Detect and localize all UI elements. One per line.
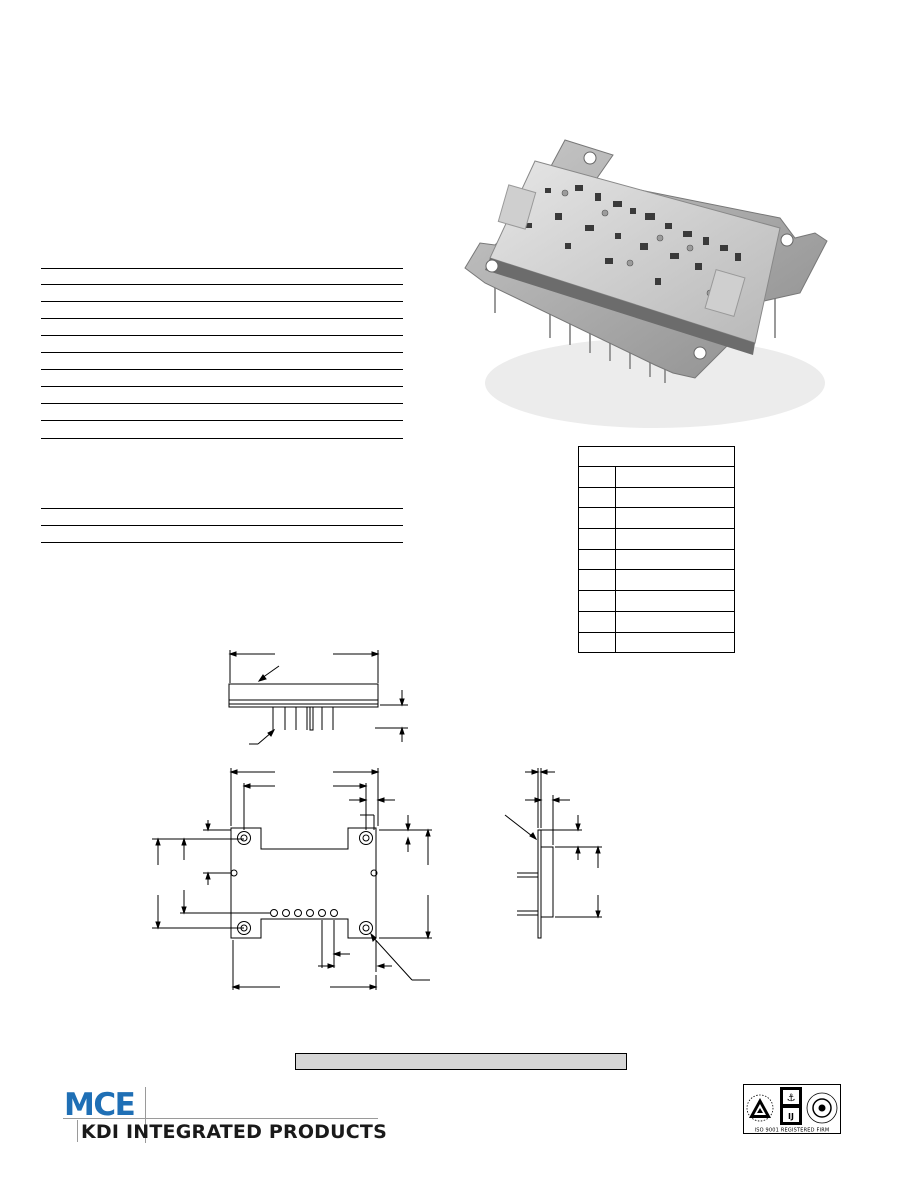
- spec-table-rule: [41, 369, 403, 370]
- spec-table-rule: [41, 542, 403, 543]
- spec-table-rule: [41, 420, 403, 421]
- spec-table-rule: [41, 403, 403, 404]
- spec-table-rule: [41, 438, 403, 439]
- mce-logo: MCE: [64, 1089, 136, 1119]
- table-header-cell: [578, 446, 735, 467]
- table-row: [578, 631, 735, 654]
- spec-table-rule: [41, 386, 403, 387]
- spec-table-rule: [41, 301, 403, 302]
- logo-divider: [63, 1118, 378, 1119]
- pin-function-table: [578, 446, 735, 654]
- spec-table-rule: [41, 352, 403, 353]
- pin-function-cell: [615, 631, 735, 654]
- side-view-drawing: [228, 650, 408, 745]
- end-view-drawing: [504, 768, 602, 939]
- mce-logo-text: MCE: [64, 1089, 134, 1119]
- svg-text:Ĳ: Ĳ: [788, 1112, 794, 1121]
- logo-divider: [77, 1120, 78, 1142]
- logo-divider: [145, 1087, 146, 1143]
- iso-certification-badge: ⚓ Ĳ ISO 9001 REGISTERED FIRM: [743, 1084, 841, 1134]
- svg-text:⚓: ⚓: [787, 1093, 796, 1104]
- table-row: [578, 548, 735, 571]
- note-bar: [295, 1053, 627, 1070]
- spec-table-rule: [41, 525, 403, 526]
- spec-table-rule: [41, 318, 403, 319]
- product-photo: [464, 139, 828, 428]
- table-row: [578, 466, 735, 488]
- top-view-drawing: [152, 768, 432, 990]
- table-row: [578, 486, 735, 509]
- company-name: KDI INTEGRATED PRODUCTS: [81, 1121, 387, 1143]
- iso-badge-text: ISO 9001 REGISTERED FIRM: [755, 1128, 830, 1134]
- table-header-row: [578, 446, 735, 467]
- spec-table-rule: [41, 284, 403, 285]
- spec-table-rule: [41, 508, 403, 509]
- spec-table-rule: [41, 335, 403, 336]
- spec-table-rule: [41, 268, 403, 269]
- table-row: [578, 528, 735, 550]
